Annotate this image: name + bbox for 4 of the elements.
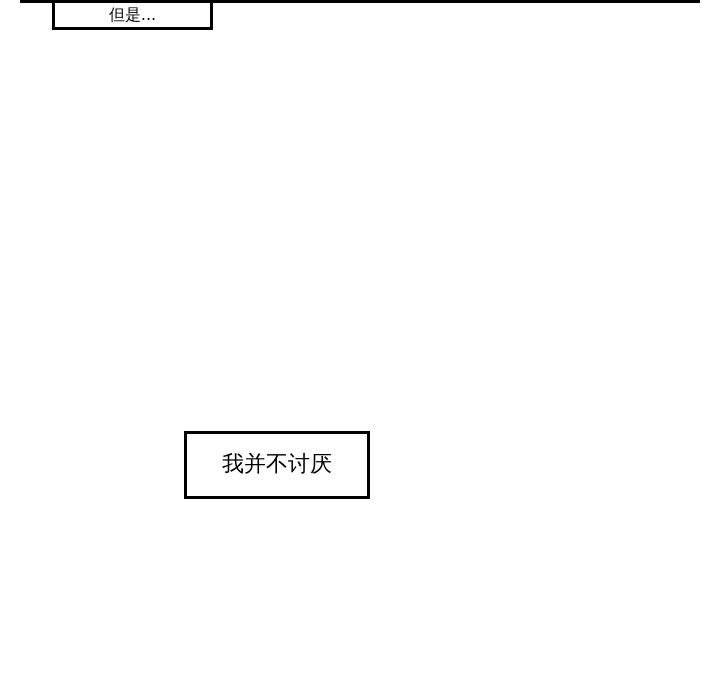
caption-text: 我并不讨厌 [222,452,332,478]
caption-box [184,431,370,499]
caption-box [52,0,213,30]
caption-text: 但是... [108,6,156,24]
